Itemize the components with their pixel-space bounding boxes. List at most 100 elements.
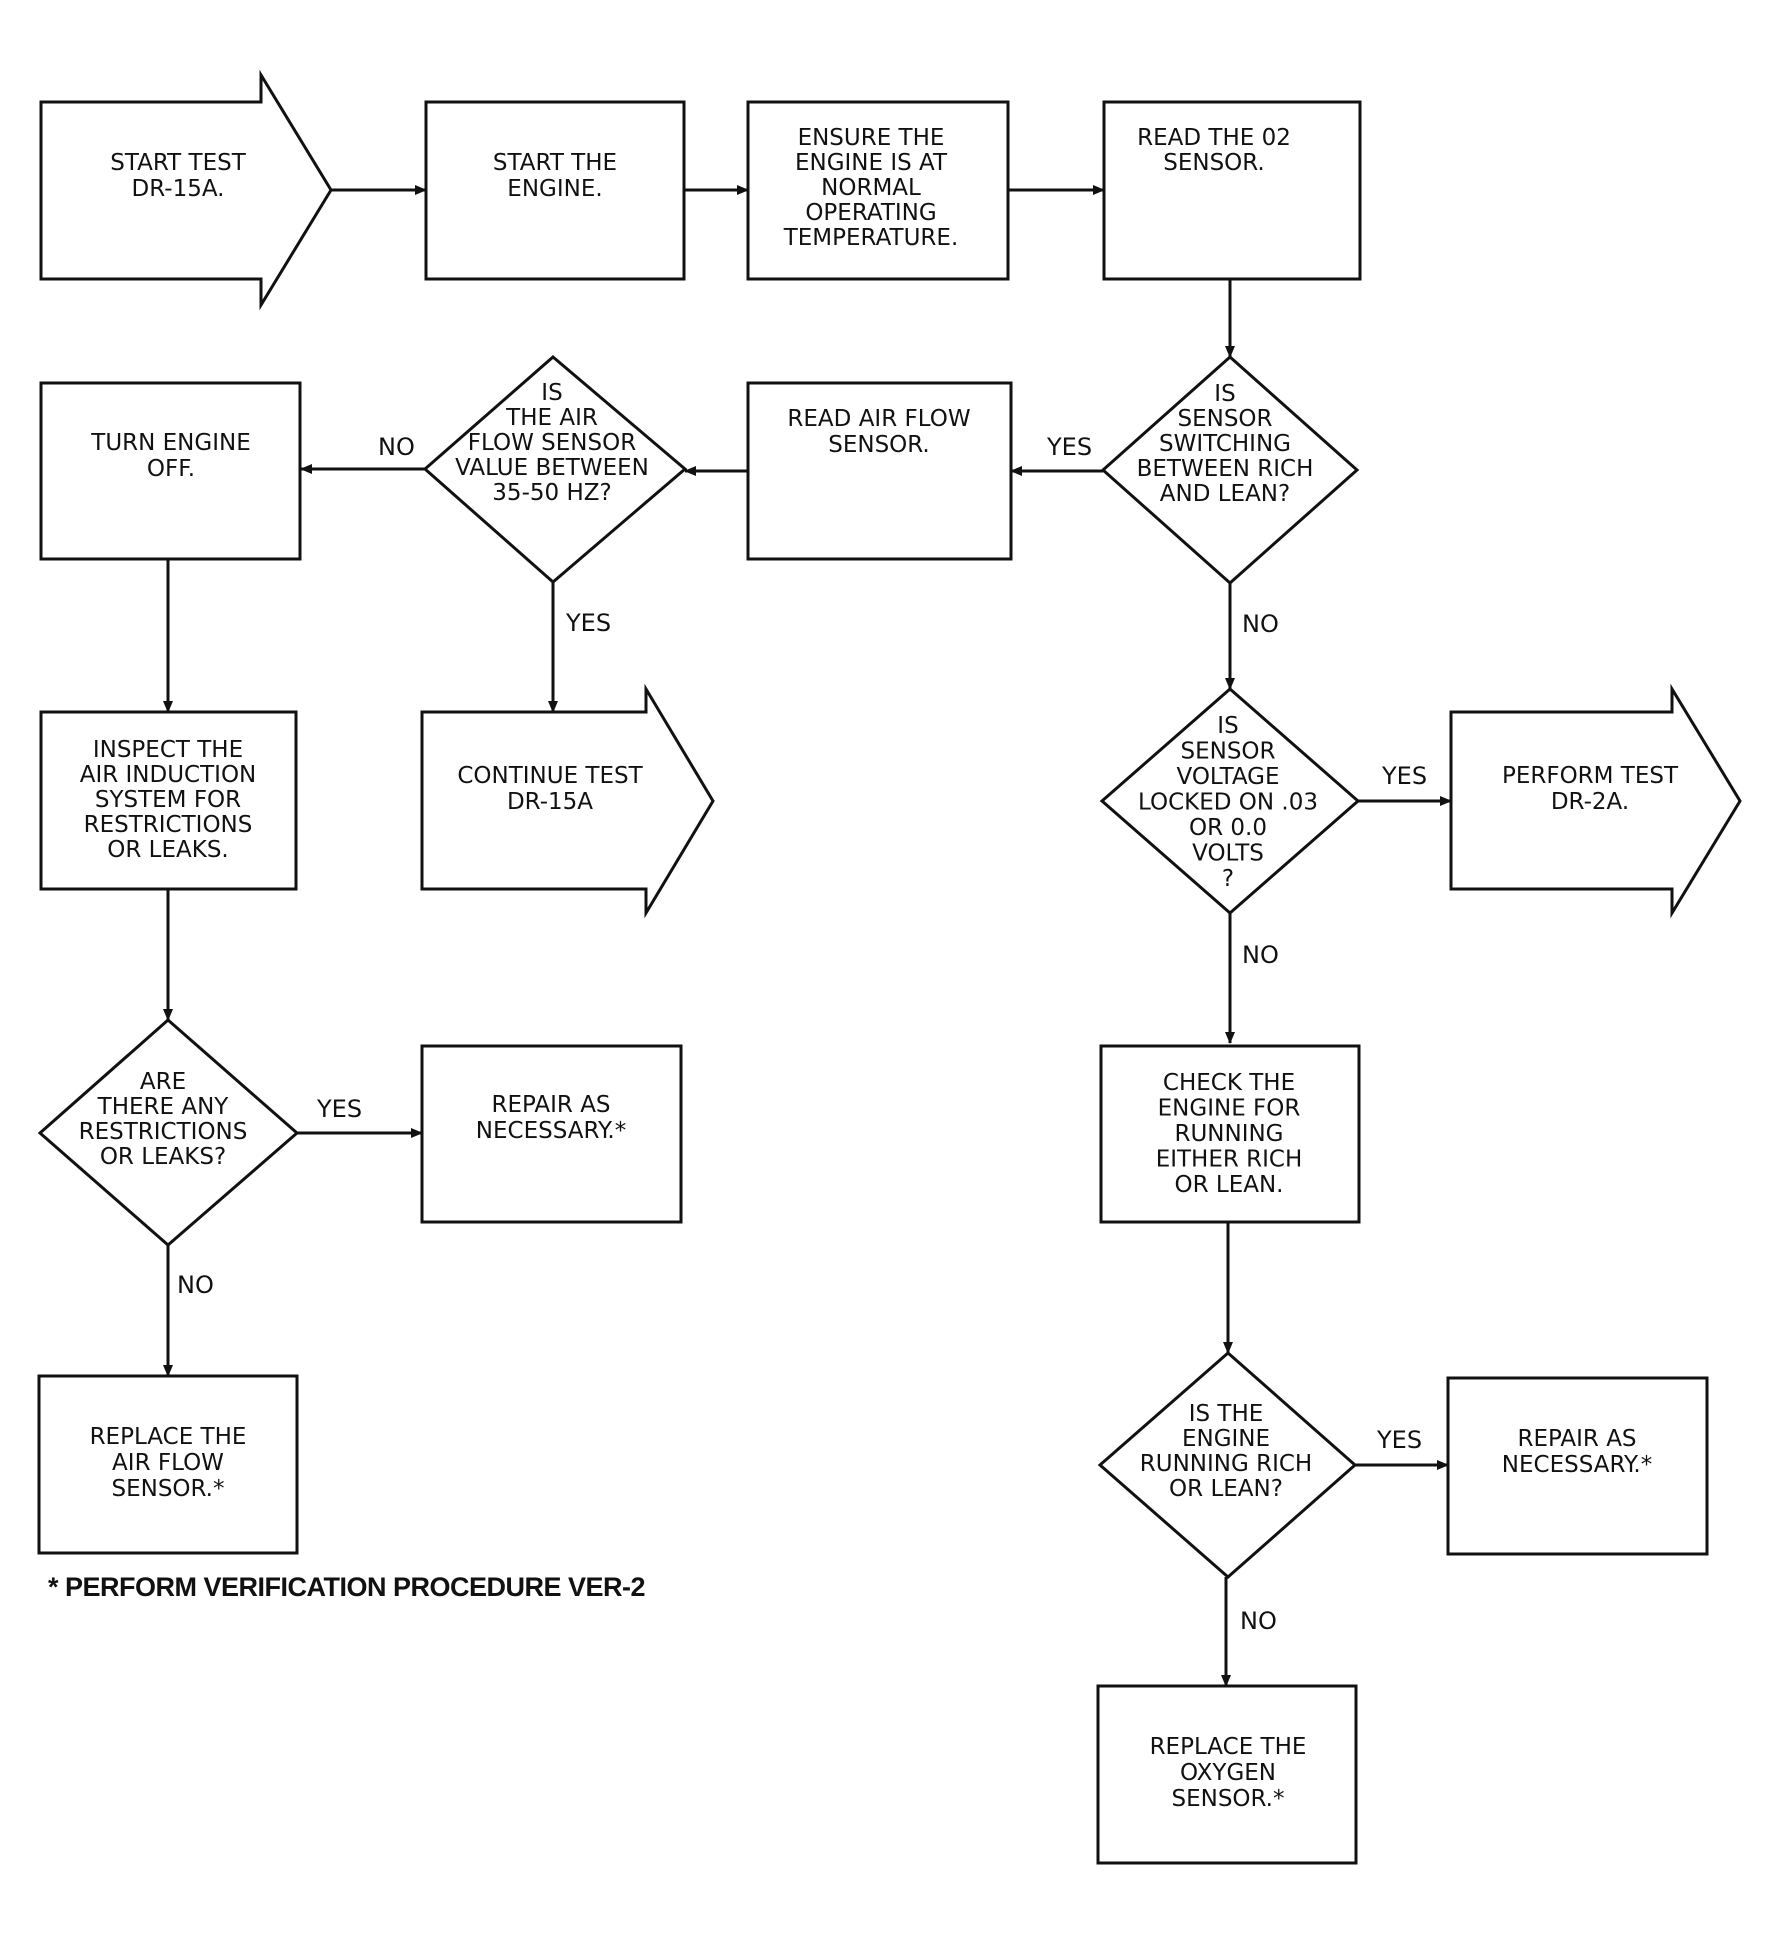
node-voltage-locked-shape	[1099, 687, 1361, 915]
node-text-line: VOLTAGE	[1176, 764, 1279, 790]
shapes	[37, 69, 1742, 1865]
node-text-line: SENSOR	[1180, 739, 1275, 765]
node-text-line: ENGINE.	[507, 176, 602, 202]
node-text-line: INSPECT THE	[93, 737, 243, 763]
node-text-line: DR-2A.	[1551, 789, 1629, 815]
node-text-line: PERFORM TEST	[1502, 763, 1679, 789]
node-text-line: RUNNING RICH	[1140, 1451, 1312, 1477]
node-text-line: OR LEAKS?	[100, 1144, 226, 1170]
node-text-line: RESTRICTIONS	[79, 1119, 248, 1145]
node-text-line: DR-15A.	[132, 176, 225, 202]
node-read-air-flow-shape	[746, 381, 1013, 561]
node-text-line: SENSOR.*	[111, 1476, 224, 1502]
node-text-line: FLOW SENSOR	[468, 430, 636, 456]
node-repair-left-shape	[420, 1044, 683, 1224]
node-text-line: TEMPERATURE.	[783, 225, 959, 251]
node-text-line: ENSURE THE	[798, 125, 945, 151]
node-text-line: NORMAL	[821, 175, 921, 201]
node-text-line: REPLACE THE	[1150, 1734, 1307, 1760]
node-text-line: AIR INDUCTION	[80, 762, 257, 788]
connectors	[163, 185, 1452, 1687]
footnote: * PERFORM VERIFICATION PROCEDURE VER-2	[48, 1572, 646, 1602]
node-text-line: NECESSARY.*	[476, 1118, 626, 1144]
node-text-line: CHECK THE	[1163, 1070, 1295, 1096]
edge-label-richlean-no: NO	[1240, 1607, 1277, 1635]
node-text-line: THERE ANY	[97, 1094, 230, 1120]
node-replace-air-flow-shape	[37, 1374, 299, 1555]
edge-label-voltage-no: NO	[1242, 941, 1279, 969]
node-text-line: OR LEAN?	[1169, 1476, 1283, 1502]
node-ensure-temp-shape	[746, 100, 1010, 281]
node-turn-engine-off-shape	[39, 381, 302, 561]
node-text-line: IS	[1217, 713, 1238, 739]
node-text-line: TURN ENGINE	[90, 430, 250, 456]
node-text-line: NECESSARY.*	[1502, 1452, 1652, 1478]
node-text-line: AIR FLOW	[112, 1450, 224, 1476]
node-text-line: SENSOR.*	[1171, 1786, 1284, 1812]
edge-labels: YES NO YES NO YES NO YES NO YES NO	[177, 433, 1427, 1635]
edge-label-airflow-no: NO	[378, 433, 415, 461]
node-text-line: OR LEAKS.	[107, 837, 228, 863]
node-perform-test-shape	[1449, 683, 1742, 919]
node-text-line: CONTINUE TEST	[457, 763, 643, 789]
node-text-line: ?	[1222, 866, 1234, 892]
node-text-line: IS THE	[1189, 1401, 1264, 1427]
node-text-line: VALUE BETWEEN	[455, 455, 649, 481]
node-text-line: REPAIR AS	[491, 1092, 610, 1118]
node-text-line: READ THE 02	[1137, 125, 1291, 151]
edge-label-restrictions-no: NO	[177, 1271, 214, 1299]
node-text-line: SENSOR.	[828, 432, 930, 458]
edge-label-voltage-yes: YES	[1381, 762, 1427, 790]
node-start-test-shape	[39, 69, 333, 311]
node-text-line: EITHER RICH	[1156, 1147, 1303, 1173]
edge-label-switching-no: NO	[1242, 610, 1279, 638]
node-text-line: OPERATING	[805, 200, 936, 226]
node-text-line: ENGINE IS AT	[795, 150, 948, 176]
node-text-line: OR 0.0	[1189, 815, 1267, 841]
node-text-line: OFF.	[147, 456, 195, 482]
node-start-engine-shape	[424, 100, 686, 281]
node-text-line: ARE	[140, 1069, 186, 1095]
node-text-line: OR LEAN.	[1175, 1172, 1284, 1198]
node-text-line: RESTRICTIONS	[84, 812, 253, 838]
node-text-line: BETWEEN RICH	[1137, 456, 1314, 482]
node-air-flow-value-shape	[422, 355, 688, 584]
node-text-line: ENGINE	[1182, 1426, 1270, 1452]
node-inspect-induction-shape	[39, 710, 298, 891]
node-text-line: READ AIR FLOW	[787, 406, 970, 432]
node-text-line: RUNNING	[1174, 1121, 1283, 1147]
node-text-line: SENSOR	[1177, 406, 1272, 432]
edge-label-airflow-yes: YES	[565, 609, 611, 637]
edge-label-restrictions-yes: YES	[316, 1095, 362, 1123]
node-text-line: SENSOR.	[1163, 150, 1265, 176]
edge-label-richlean-yes: YES	[1376, 1426, 1422, 1454]
node-repair-right-shape	[1446, 1376, 1709, 1556]
node-text-line: SWITCHING	[1159, 431, 1291, 457]
edge-label-switching-yes: YES	[1046, 433, 1092, 461]
node-text-line: START THE	[493, 150, 617, 176]
node-text-line: DR-15A	[507, 789, 593, 815]
node-continue-test-shape	[420, 683, 715, 919]
node-text-line: SYSTEM FOR	[95, 787, 241, 813]
node-text-line: IS	[541, 380, 562, 406]
node-text-line: LOCKED ON .03	[1138, 790, 1318, 816]
node-sensor-switching-shape	[1100, 354, 1360, 586]
